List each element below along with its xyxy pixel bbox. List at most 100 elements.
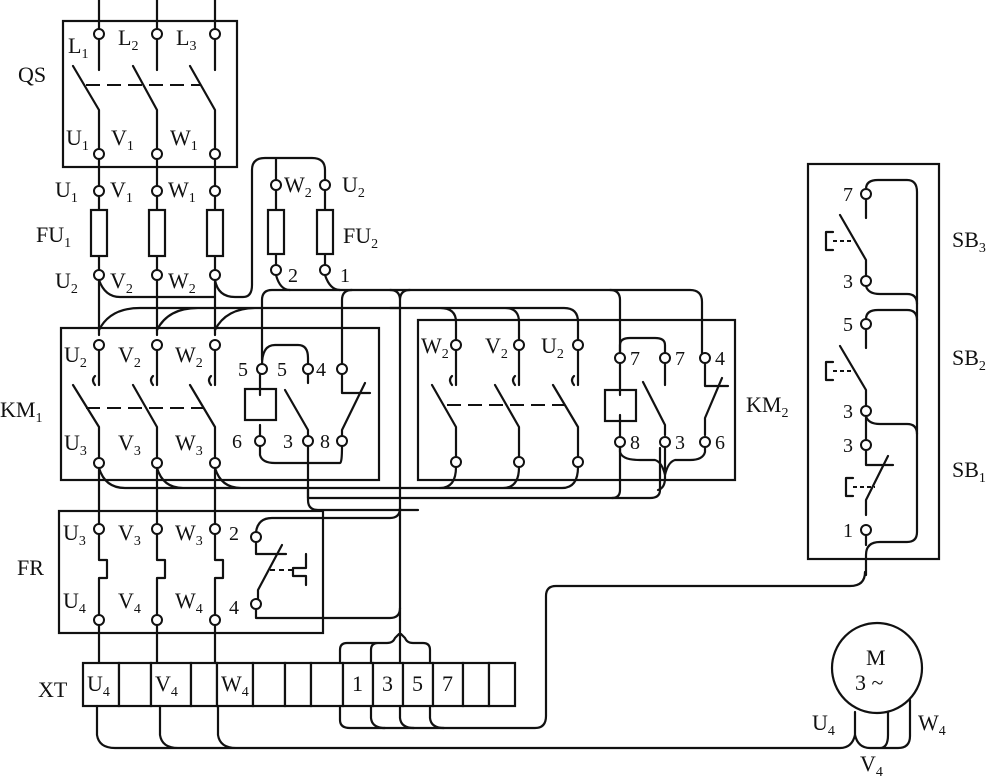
sb2-no-contact xyxy=(838,325,868,407)
sb1-terminal-3 xyxy=(860,439,872,451)
sb3-label-3: 3 xyxy=(843,271,853,293)
label-fu2-w2: W2 xyxy=(284,172,312,201)
fu1-terminal-u1 xyxy=(93,185,105,197)
label-motor-v4: V4 xyxy=(860,751,883,779)
km2-terminal-out-1 xyxy=(450,456,462,468)
label-l2: L2 xyxy=(118,25,138,54)
sb1-button-head xyxy=(844,476,855,498)
km2-aux-no-contact xyxy=(641,360,667,437)
km1-contactor: 5 5 4 6 3 8 U2 V2 W2 U3 V3 W3 KM1 xyxy=(0,326,420,512)
fu2-terminal-u2 xyxy=(319,179,331,191)
km1-aux-nc-contact xyxy=(340,370,372,442)
km1-main-top xyxy=(97,343,217,387)
motor: M 3 ~ U4 V4 W4 xyxy=(812,621,946,779)
km1-coil xyxy=(243,387,278,422)
km1-arc-chutes xyxy=(91,374,213,387)
km2-arc-chutes xyxy=(448,374,576,387)
xt-cell xyxy=(251,661,287,708)
label-l1: L1 xyxy=(68,33,88,62)
label-fu1-w2: W2 xyxy=(168,268,196,297)
fr-terminal-u3 xyxy=(93,523,105,535)
fu2-terminal-1 xyxy=(319,264,331,276)
label-fr-u4: U4 xyxy=(63,588,86,617)
km1-label-5b: 5 xyxy=(277,359,287,381)
phase-wires-km1-fr xyxy=(97,466,217,532)
km2-feed-wires xyxy=(388,306,580,342)
km1-aux-5-link xyxy=(260,343,310,385)
label-fu2-u2: U2 xyxy=(342,172,365,201)
label-v1: V1 xyxy=(111,125,134,154)
qs-terminal-v1 xyxy=(151,148,163,160)
sb2-terminal-5 xyxy=(860,318,872,330)
fu1-terminal-v2 xyxy=(151,269,163,281)
fu1-fuse-v xyxy=(147,208,167,258)
sb2-label-3: 3 xyxy=(843,401,853,423)
km2-terminal-u2 xyxy=(572,339,584,351)
km1-terminal-5a xyxy=(256,363,268,375)
km1-terminal-4 xyxy=(336,363,348,375)
fr-label-4: 4 xyxy=(229,597,239,619)
interlock-bus-wire xyxy=(306,446,662,500)
km1-enclosure xyxy=(59,326,381,482)
qs-terminal-u1 xyxy=(93,148,105,160)
fu2-fuse-1 xyxy=(315,208,335,256)
km2-terminal-3 xyxy=(659,436,671,448)
qs-terminal-l2 xyxy=(151,28,163,40)
motor-symbol xyxy=(830,621,924,715)
xt-cell xyxy=(117,661,153,708)
fr-terminal-w3 xyxy=(209,523,221,535)
sb3-label: SB3 xyxy=(952,227,986,256)
km1-terminal-v3 xyxy=(151,457,163,469)
label-l3: L3 xyxy=(176,25,196,54)
xt-cell-label: 5 xyxy=(412,671,423,696)
sb3-button-head xyxy=(824,230,835,252)
reversing-feed-wires xyxy=(97,306,402,332)
km2-label-6: 6 xyxy=(715,432,725,454)
km2-aux-bottom-wires xyxy=(618,445,707,480)
sb1-terminal-1 xyxy=(860,524,872,536)
qs-blades xyxy=(71,64,217,156)
fr-aux-wires xyxy=(254,506,402,620)
label-motor-w4: W4 xyxy=(918,710,946,739)
fu2-fuses: W2 U2 2 1 FU2 xyxy=(213,156,378,299)
motor-label: M xyxy=(866,645,886,670)
km2-label-7a: 7 xyxy=(630,348,640,370)
button-station-cross-wires xyxy=(864,284,919,436)
km1-label-4: 4 xyxy=(316,359,326,381)
km2-coil xyxy=(603,388,638,423)
xt-cell-label: V4 xyxy=(155,671,178,700)
xt-cell xyxy=(401,661,435,708)
km1-label-5a: 5 xyxy=(238,359,248,381)
xt-control-feed xyxy=(338,618,432,665)
xt-cell-label: W4 xyxy=(221,671,249,700)
xt-control-bottom-wires xyxy=(369,704,446,730)
xt-cell xyxy=(215,661,255,708)
fu2-label: FU2 xyxy=(343,223,378,252)
fu1-fuses: U1 V1 W1 U2 V2 W2 FU1 xyxy=(36,157,225,297)
fu2-feed-wire xyxy=(213,156,327,299)
km2-aux-return xyxy=(610,445,667,500)
fu1-terminal-w1 xyxy=(209,185,221,197)
phase-wires-fr-xt xyxy=(97,623,217,665)
sb2-button-head xyxy=(824,360,835,382)
label-fu1-u1: U1 xyxy=(55,177,78,206)
km2-main-top xyxy=(454,343,580,387)
km2-terminal-7b xyxy=(659,352,671,364)
km1-terminal-w2 xyxy=(209,339,221,351)
km2-terminal-8 xyxy=(614,436,626,448)
label-fr-v3: V3 xyxy=(118,520,141,549)
xt-cell-label: U4 xyxy=(87,671,110,700)
label-fu1-v1: V1 xyxy=(110,177,133,206)
xt-cell xyxy=(371,661,405,708)
sb3-no-contact xyxy=(838,195,868,277)
sb1-label: SB1 xyxy=(952,457,986,486)
km2-terminal-4 xyxy=(699,352,711,364)
km2-terminal-v2 xyxy=(513,339,525,351)
label-km1-u3: U3 xyxy=(64,430,87,459)
km1-label-6: 6 xyxy=(232,431,242,453)
label-fu1-u2: U2 xyxy=(55,268,78,297)
label-fr-v4: V4 xyxy=(118,588,141,617)
fu1-terminal-w2 xyxy=(209,269,221,281)
